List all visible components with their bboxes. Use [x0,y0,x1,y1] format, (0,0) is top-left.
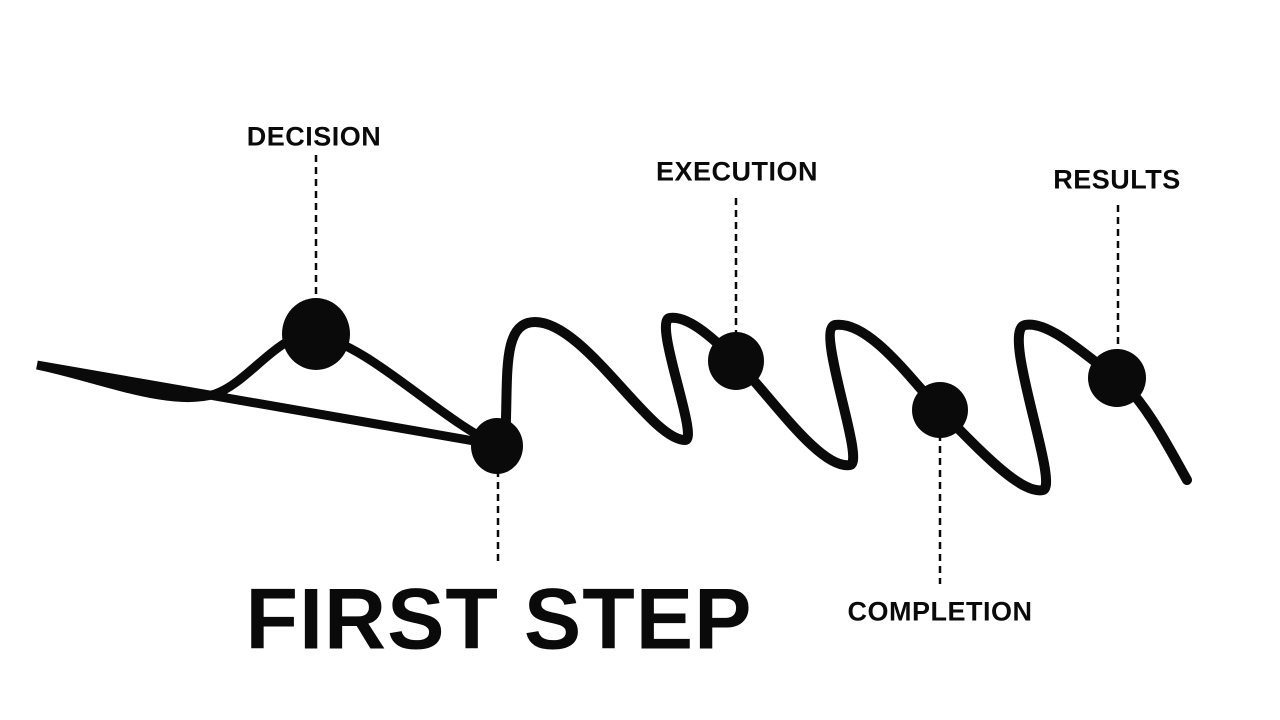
results-label: RESULTS [1053,164,1181,195]
first-step-title: FIRST STEP [245,571,753,668]
results-node [1088,349,1146,407]
journey-path-squiggle [500,312,1192,496]
execution-label: EXECUTION [655,156,819,187]
completion-label: COMPLETION [847,596,1033,627]
first-step-node [471,418,523,474]
execution-node [708,332,764,390]
journey-path-tail [36,330,499,450]
decision-label: DECISION [246,121,382,152]
completion-node [912,382,968,438]
decision-node [282,298,350,370]
